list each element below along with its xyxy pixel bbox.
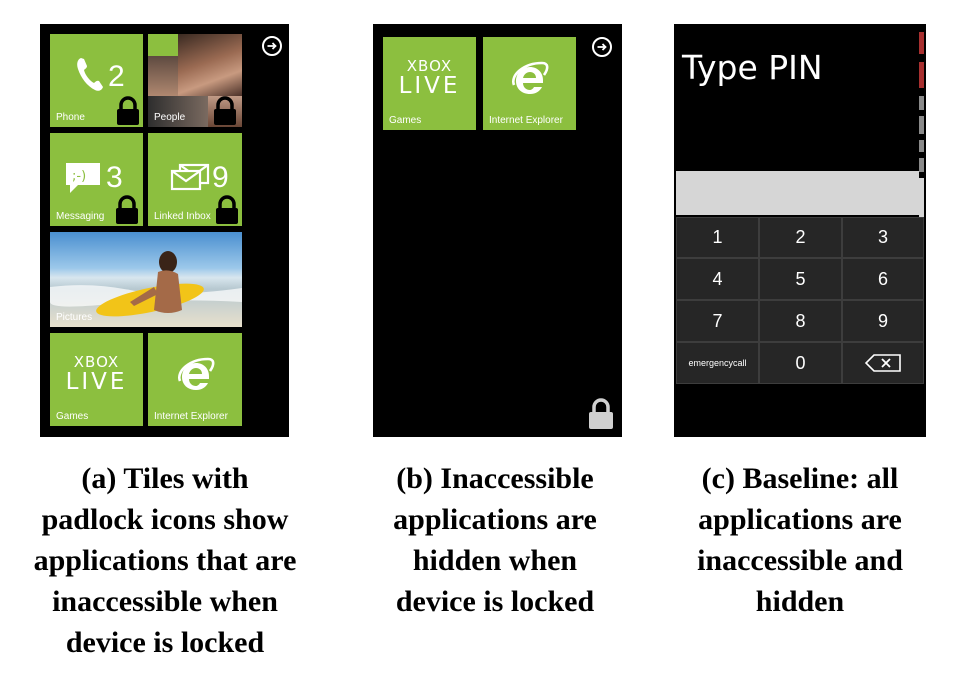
- tile-label: Pictures: [56, 312, 93, 323]
- xbox-logo-bottom: LIVE: [398, 73, 461, 99]
- tile-linked-inbox[interactable]: 9 Linked Inbox: [148, 133, 242, 226]
- pin-title: Type PIN: [682, 48, 823, 87]
- linked-inbox-count: 9: [212, 161, 229, 194]
- screen-tiles-with-padlocks: 2 Phone People ;-) 3 Messaging: [40, 24, 289, 437]
- tile-people[interactable]: People: [148, 34, 242, 127]
- backspace-button[interactable]: [842, 342, 924, 384]
- key-3[interactable]: 3: [842, 217, 924, 258]
- arrow-right-icon: [597, 43, 607, 51]
- tile-xbox-live[interactable]: XBOX LIVE Games: [50, 333, 143, 426]
- tile-xbox-live[interactable]: XBOX LIVE Games: [383, 37, 476, 130]
- screen-pin-entry: Type PIN 1 2 3 4 5 6 7 8 9 emergencycall…: [674, 24, 926, 437]
- xbox-logo-top: XBOX: [73, 353, 120, 371]
- tile-label: Phone: [56, 112, 85, 123]
- caption-a: (a) Tiles with padlock icons show applic…: [0, 458, 330, 663]
- phone-count: 2: [108, 60, 125, 93]
- key-0[interactable]: 0: [759, 342, 842, 384]
- envelopes-icon: [170, 163, 210, 191]
- padlock-icon: [214, 96, 236, 125]
- caption-a-line-3: applications that are: [33, 544, 297, 577]
- caption-c-line-3: inaccessible and: [697, 544, 903, 577]
- tile-label: Games: [389, 115, 422, 126]
- side-status-strip: [916, 32, 924, 222]
- xbox-live-logo: XBOX LIVE: [383, 57, 476, 99]
- pin-input[interactable]: [676, 171, 919, 215]
- padlock-icon: [216, 195, 238, 224]
- tile-internet-explorer[interactable]: Internet Explorer: [483, 37, 576, 130]
- xbox-logo-bottom: LIVE: [65, 369, 128, 395]
- key-8[interactable]: 8: [759, 300, 842, 342]
- backspace-icon: [864, 354, 901, 372]
- caption-c: (c) Baseline: all applications are inacc…: [655, 458, 945, 622]
- key-9[interactable]: 9: [842, 300, 924, 342]
- caption-c-line-4: hidden: [755, 585, 845, 618]
- tile-pictures[interactable]: Pictures: [50, 232, 242, 327]
- caption-b-line-2: applications are: [393, 503, 597, 536]
- key-4[interactable]: 4: [676, 258, 759, 300]
- key-6[interactable]: 6: [842, 258, 924, 300]
- tile-label: Games: [56, 411, 89, 422]
- arrow-right-icon: [267, 42, 277, 50]
- key-2[interactable]: 2: [759, 217, 842, 258]
- caption-c-line-2: applications are: [698, 503, 902, 536]
- people-photo-man: [148, 56, 178, 96]
- emergency-call-button[interactable]: emergencycall: [676, 342, 759, 384]
- xbox-logo-top: XBOX: [406, 57, 453, 75]
- xbox-live-logo: XBOX LIVE: [50, 353, 143, 395]
- padlock-icon: [116, 195, 138, 224]
- screen-hidden-apps: XBOX LIVE Games Internet Explorer: [373, 24, 622, 437]
- tile-label: Linked Inbox: [154, 211, 211, 222]
- people-photo-woman: [178, 34, 242, 96]
- caption-c-line-1: (c) Baseline: all: [701, 462, 899, 495]
- caption-b-line-1: (b) Inaccessible: [396, 462, 594, 495]
- tile-internet-explorer[interactable]: Internet Explorer: [148, 333, 242, 426]
- tile-label: Internet Explorer: [489, 115, 563, 126]
- arrow-right-circle-icon[interactable]: [262, 36, 282, 56]
- caption-a-line-2: padlock icons show: [41, 503, 289, 536]
- caption-a-line-5: device is locked: [65, 626, 265, 659]
- padlock-icon: [589, 398, 613, 429]
- tile-phone[interactable]: 2 Phone: [50, 34, 143, 127]
- caption-b: (b) Inaccessible applications are hidden…: [345, 458, 645, 622]
- padlock-icon: [117, 96, 139, 125]
- smiley-bubble-icon: ;-): [66, 163, 100, 193]
- arrow-right-circle-icon[interactable]: [592, 37, 612, 57]
- key-5[interactable]: 5: [759, 258, 842, 300]
- caption-a-line-4: inaccessible when: [52, 585, 278, 618]
- caption-b-line-3: hidden when: [412, 544, 578, 577]
- caption-a-line-1: (a) Tiles with: [81, 462, 249, 495]
- tile-label: Internet Explorer: [154, 411, 228, 422]
- tile-label: People: [154, 112, 186, 123]
- svg-text:;-): ;-): [72, 169, 86, 184]
- people-green-block: [148, 34, 178, 56]
- internet-explorer-icon: [178, 357, 215, 390]
- key-1[interactable]: 1: [676, 217, 759, 258]
- beach-photo: [50, 251, 242, 317]
- tile-messaging[interactable]: ;-) 3 Messaging: [50, 133, 143, 226]
- phone-icon: [77, 58, 103, 91]
- internet-explorer-icon: [512, 61, 549, 94]
- caption-b-line-4: device is locked: [395, 585, 595, 618]
- messaging-count: 3: [106, 161, 123, 194]
- people-photo-group: [148, 96, 208, 127]
- tile-label: Messaging: [56, 211, 105, 222]
- key-7[interactable]: 7: [676, 300, 759, 342]
